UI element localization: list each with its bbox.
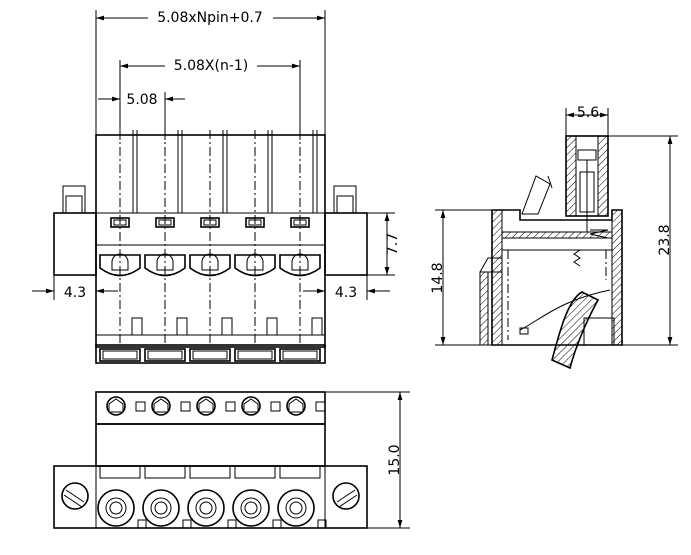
side-view: 5.6 14.8 — [430, 105, 678, 370]
bottom-pin — [277, 396, 327, 529]
front-pin — [189, 130, 233, 362]
side-height-body-dim: 14.8 — [430, 262, 446, 293]
bottom-height-dim: 15.0 — [387, 444, 403, 475]
front-view: 5.08xNpin+0.7 5.08X(n-1) 5.08 — [32, 8, 401, 364]
bottom-pin — [97, 396, 147, 529]
bottom-pin — [142, 396, 192, 529]
pin-height-dim: 7.7 — [385, 233, 401, 255]
flange-right-dim: 4.3 — [335, 285, 357, 301]
flange-left-dim: 4.3 — [64, 285, 86, 301]
bottom-pin — [187, 396, 237, 529]
overall-width-dim: 5.08xNpin+0.7 — [157, 10, 263, 26]
front-pin — [99, 130, 143, 362]
front-pin — [234, 130, 278, 362]
pitch-dim: 5.08 — [126, 92, 157, 108]
bottom-pin — [232, 396, 282, 529]
bottom-view: 15.0 — [53, 391, 410, 529]
front-pin — [144, 130, 188, 362]
pin-span-dim: 5.08X(n-1) — [174, 58, 249, 74]
side-height-total-dim: 23.8 — [657, 224, 673, 255]
front-pin — [279, 130, 323, 362]
side-width-dim: 5.6 — [577, 105, 599, 121]
